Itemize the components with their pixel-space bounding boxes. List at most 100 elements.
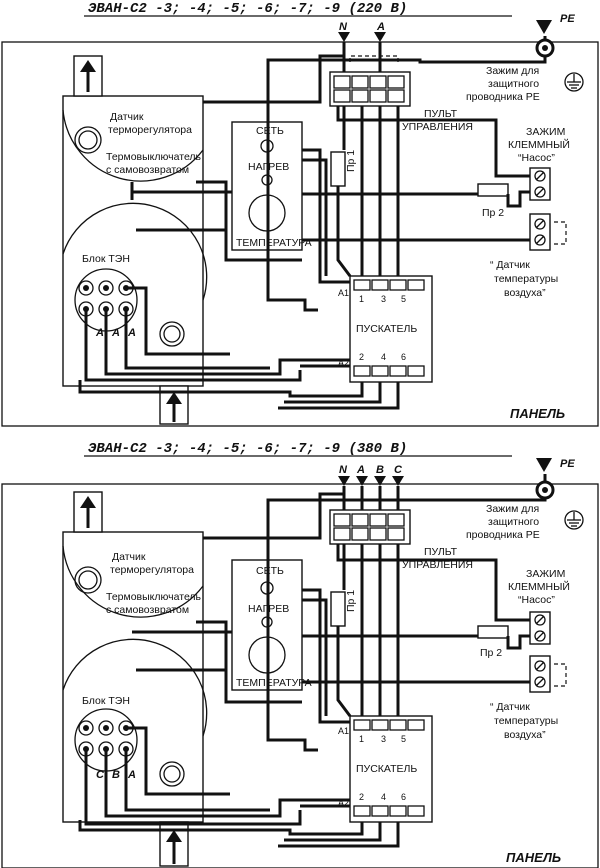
pe-arrow-icon bbox=[536, 20, 552, 34]
fuse-2 bbox=[477, 183, 509, 197]
svg-text:B: B bbox=[112, 769, 120, 781]
svg-text:A1: A1 bbox=[338, 288, 349, 298]
svg-text:температуры: температуры bbox=[494, 715, 558, 727]
thermo-sensor bbox=[74, 126, 102, 154]
pe-clamp-label: Зажим для bbox=[486, 65, 539, 77]
wiring bbox=[78, 42, 547, 410]
svg-text:воздуха”: воздуха” bbox=[504, 287, 546, 299]
svg-text:A: A bbox=[356, 464, 365, 476]
arrow-up-icon bbox=[166, 830, 182, 842]
thermo-switch-label: Термовыключатель bbox=[106, 151, 202, 163]
svg-text:Пр 1: Пр 1 bbox=[345, 590, 357, 612]
svg-text:N: N bbox=[339, 464, 348, 476]
starter-contactor bbox=[349, 275, 433, 383]
svg-text:5: 5 bbox=[401, 294, 406, 304]
svg-text:Пр 1: Пр 1 bbox=[345, 150, 357, 172]
pe-arrow-icon bbox=[536, 458, 552, 472]
arrow-up-icon bbox=[80, 496, 96, 508]
svg-text:терморегулятора: терморегулятора bbox=[110, 564, 194, 576]
svg-text:A1: A1 bbox=[338, 726, 349, 736]
svg-text:A2: A2 bbox=[338, 798, 349, 808]
svg-text:КЛЕММНЫЙ: КЛЕММНЫЙ bbox=[508, 580, 570, 593]
svg-text:A: A bbox=[95, 327, 104, 339]
boiler-body bbox=[62, 95, 204, 387]
svg-text:3: 3 bbox=[381, 734, 386, 744]
svg-text:A: A bbox=[376, 21, 385, 33]
svg-text:N: N bbox=[339, 21, 348, 33]
svg-text:2: 2 bbox=[359, 792, 364, 802]
panel-label: ПАНЕЛЬ bbox=[506, 850, 561, 865]
control-panel-label: ПУЛЬТ bbox=[424, 546, 458, 558]
svg-text:3: 3 bbox=[381, 294, 386, 304]
svg-text:“Насос”: “Насос” bbox=[518, 594, 555, 606]
wiring bbox=[78, 486, 547, 848]
svg-text:проводника PE: проводника PE bbox=[466, 529, 540, 541]
svg-text:температуры: температуры bbox=[494, 273, 558, 285]
panel-title: ЭВАН-С2 -3; -4; -5; -6; -7; -9 (380 В) bbox=[88, 441, 407, 457]
svg-text:2: 2 bbox=[359, 352, 364, 362]
panel-380v: ЭВАН-С2 -3; -4; -5; -6; -7; -9 (380 В) П… bbox=[1, 441, 599, 868]
svg-text:с самовозвратом: с самовозвратом bbox=[106, 164, 189, 176]
svg-text:5: 5 bbox=[401, 734, 406, 744]
power-label: СЕТЬ bbox=[256, 565, 284, 577]
phase-a-arrow-icon bbox=[374, 32, 386, 42]
panel-220v: ЭВАН-С2 -3; -4; -5; -6; -7; -9 (220 В) П… bbox=[1, 1, 599, 427]
svg-text:защитного: защитного bbox=[488, 78, 539, 90]
svg-text:проводника PE: проводника PE bbox=[466, 91, 540, 103]
phase-n-arrow-icon bbox=[338, 476, 350, 486]
control-panel-label: ПУЛЬТ bbox=[424, 108, 458, 120]
svg-text:C: C bbox=[96, 769, 105, 781]
pump-clamp bbox=[529, 167, 551, 201]
svg-text:PE: PE bbox=[560, 13, 575, 25]
svg-text:4: 4 bbox=[381, 792, 386, 802]
power-label: СЕТЬ bbox=[256, 125, 284, 137]
svg-text:1: 1 bbox=[359, 294, 364, 304]
pe-clamp-label: Зажим для bbox=[486, 503, 539, 515]
pump-clamp bbox=[529, 611, 551, 645]
panel-label: ПАНЕЛЬ bbox=[510, 406, 565, 421]
svg-text:защитного: защитного bbox=[488, 516, 539, 528]
panel-frame bbox=[1, 483, 599, 868]
svg-text:A: A bbox=[111, 327, 120, 339]
starter-contactor bbox=[349, 715, 433, 823]
fuse-2 bbox=[477, 625, 509, 639]
svg-text:терморегулятора: терморегулятора bbox=[108, 124, 192, 136]
ground-icon bbox=[564, 510, 584, 530]
air-sensor-label: “ Датчик bbox=[490, 259, 530, 271]
svg-text:C: C bbox=[394, 464, 403, 476]
svg-text:PE: PE bbox=[560, 458, 575, 470]
panel-frame bbox=[1, 41, 599, 427]
temperature-label: ТЕМПЕРАТУРА bbox=[236, 237, 312, 249]
svg-text:с самовозвратом: с самовозвратом bbox=[106, 604, 189, 616]
fuse-1 bbox=[330, 151, 346, 187]
phase-a-arrow-icon bbox=[356, 476, 368, 486]
heater-block-label: Блок ТЭН bbox=[82, 253, 130, 265]
starter-label: ПУСКАТЕЛЬ bbox=[356, 763, 417, 775]
air-sensor-label: “ Датчик bbox=[490, 701, 530, 713]
svg-text:КЛЕММНЫЙ: КЛЕММНЫЙ bbox=[508, 138, 570, 151]
svg-text:1: 1 bbox=[359, 734, 364, 744]
sensor-thermo-label: Датчик bbox=[110, 111, 144, 123]
svg-text:B: B bbox=[376, 464, 384, 476]
svg-text:A: A bbox=[127, 769, 136, 781]
thermo-switch-label: Термовыключатель bbox=[106, 591, 202, 603]
svg-text:6: 6 bbox=[401, 792, 406, 802]
svg-text:УПРАВЛЕНИЯ: УПРАВЛЕНИЯ bbox=[402, 559, 473, 571]
temperature-label: ТЕМПЕРАТУРА bbox=[236, 677, 312, 689]
svg-text:6: 6 bbox=[401, 352, 406, 362]
svg-text:“Насос”: “Насос” bbox=[518, 152, 555, 164]
thermo-sensor bbox=[74, 566, 102, 594]
starter-label: ПУСКАТЕЛЬ bbox=[356, 323, 417, 335]
fuse-1 bbox=[330, 591, 346, 627]
phase-c-arrow-icon bbox=[392, 476, 404, 486]
phase-b-arrow-icon bbox=[374, 476, 386, 486]
panel-title: ЭВАН-С2 -3; -4; -5; -6; -7; -9 (220 В) bbox=[88, 1, 407, 17]
arrow-up-icon bbox=[80, 60, 96, 72]
ground-icon bbox=[564, 72, 584, 92]
arrow-up-icon bbox=[166, 392, 182, 404]
svg-text:Пр 2: Пр 2 bbox=[482, 207, 504, 219]
sensor-thermo-label: Датчик bbox=[112, 551, 146, 563]
svg-text:воздуха”: воздуха” bbox=[504, 729, 546, 741]
svg-text:A2: A2 bbox=[338, 358, 349, 368]
svg-text:4: 4 bbox=[381, 352, 386, 362]
